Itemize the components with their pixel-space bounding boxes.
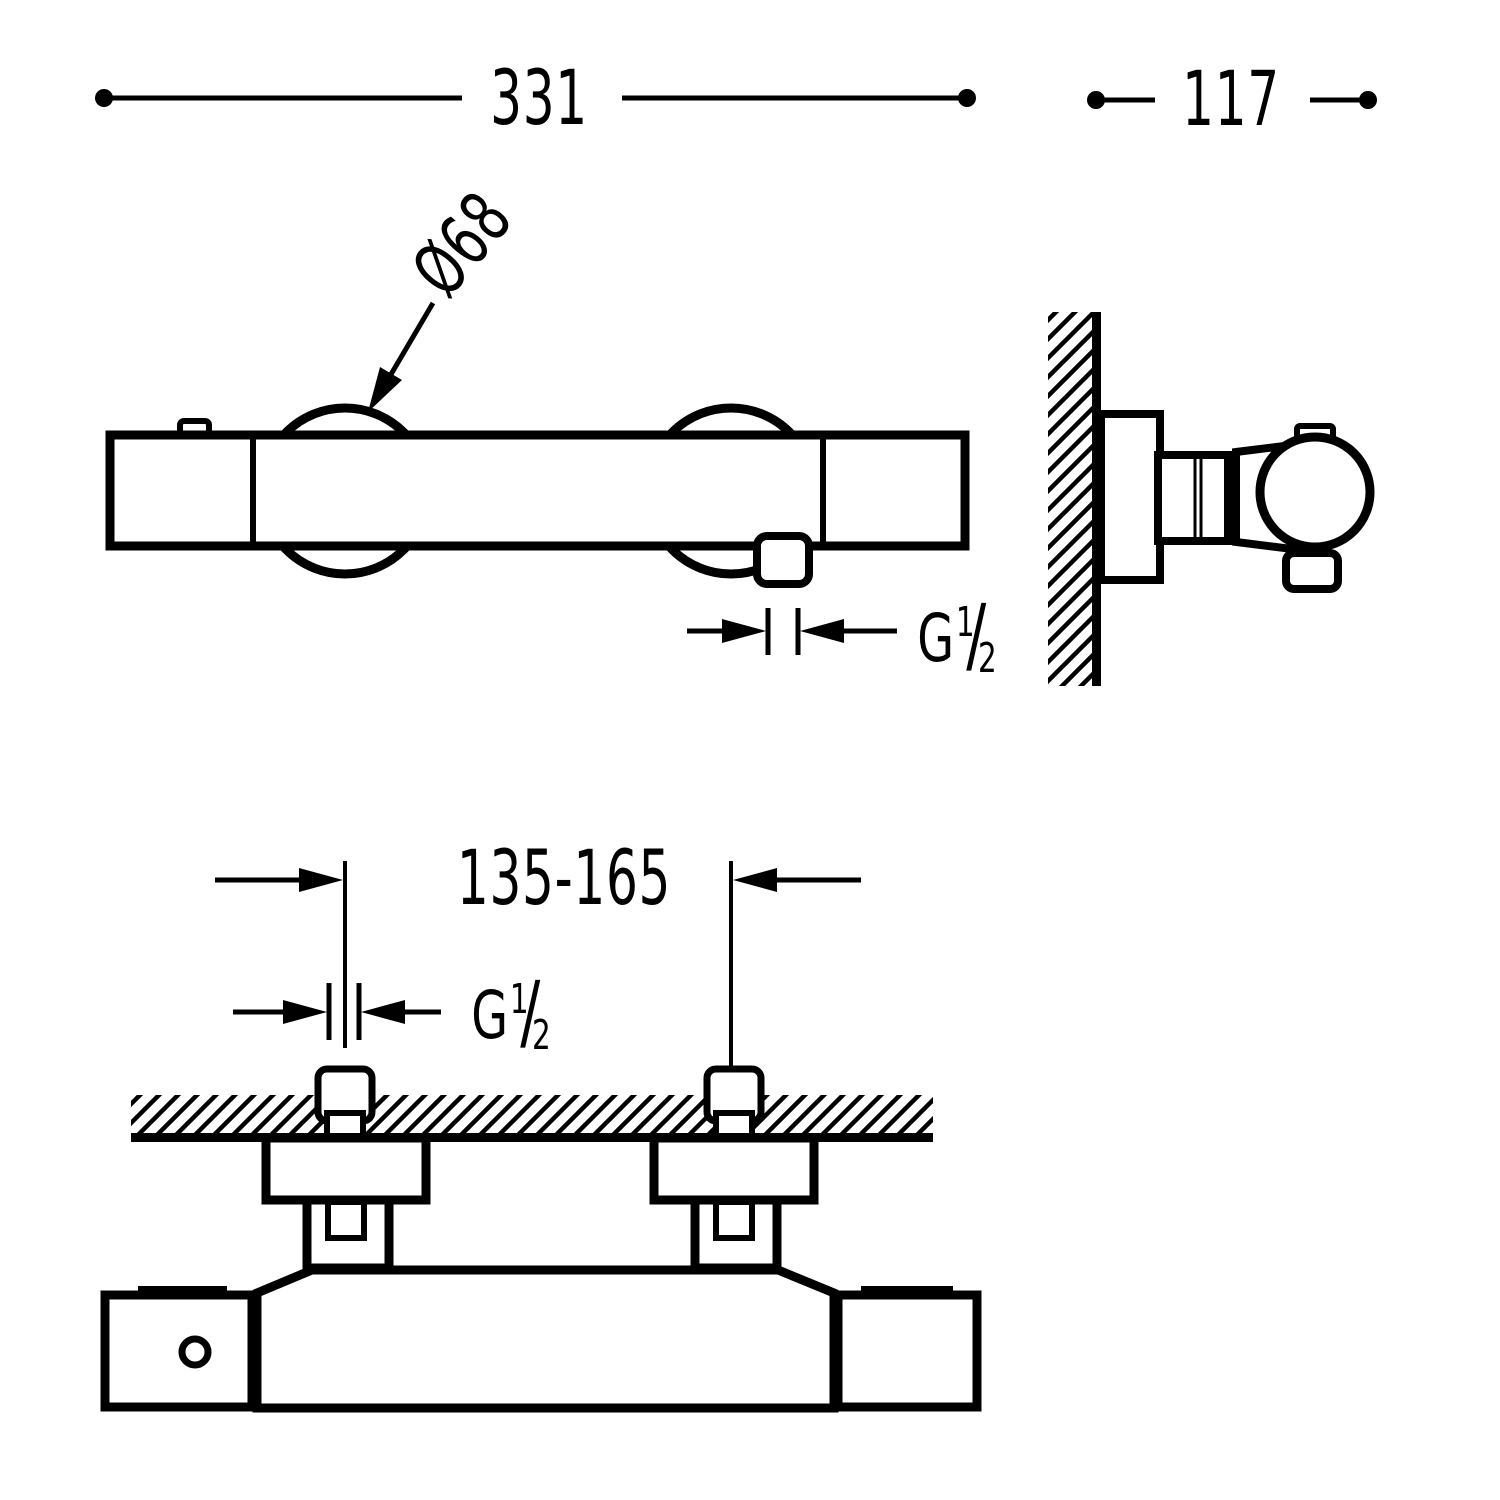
dim-endpoint-dot [95,89,113,107]
dim-arrowhead [361,1000,405,1024]
wall-line [1092,312,1101,686]
dim-depth [1087,91,1377,109]
side-outlet [1282,549,1342,593]
thread-denominator: 2 [531,1011,551,1060]
front-bar-body [105,430,970,551]
left-union-nut [261,1133,431,1205]
dim-endpoint-dot [958,89,976,107]
thread-prefix: G [471,976,509,1054]
front-outlet [753,532,813,588]
dim-endpoint-dot [1359,91,1377,109]
side-escutcheon-plate [1097,410,1164,584]
wall-line [131,1133,933,1142]
side-handle-knob [1255,432,1375,552]
leader-arrowhead [368,367,402,412]
left-valve-slot [325,1199,367,1241]
thread-denominator: 2 [977,634,997,683]
plan-left-end-cap [100,1290,257,1412]
dim-overall-width [95,89,976,107]
plan-mixer-body [252,1265,839,1413]
wall-hatching [131,1095,933,1135]
front-view [95,89,976,655]
plan-view [100,861,982,1413]
thread-slash: ∕ [520,963,541,1060]
end-cap-hole [178,1335,212,1369]
outlet-thread-dim-label: G1∕2 [917,586,996,683]
overall-width-dim-label: 331 [490,52,588,142]
plan-right-end-cap [833,1290,982,1412]
dim-arrowhead [800,619,844,643]
inlet-thread-dim-label: G1∕2 [471,963,550,1060]
right-supply-fitting [703,1065,765,1142]
dim-inlet-spacing [215,861,861,1066]
dim-inlet-thread [233,983,441,1040]
thread-prefix: G [917,599,955,677]
thread-numerator: 1 [509,974,529,1023]
side-view [1048,91,1377,686]
dim-endpoint-dot [1087,91,1105,109]
left-supply-fitting [314,1065,376,1142]
thread-numerator: 1 [955,597,975,646]
side-connector-tube [1154,451,1232,545]
dim-arrowhead [722,619,766,643]
dim-outlet-thread [687,608,897,655]
dim-arrowhead [733,868,777,892]
thread-slash: ∕ [966,586,987,683]
depth-dim-label: 117 [1182,53,1280,143]
dim-arrowhead [299,868,343,892]
right-valve-slot [713,1199,755,1241]
wall-hatching [1048,312,1093,686]
right-union-nut [649,1133,819,1205]
diameter-leader [368,301,436,412]
inlet-spacing-dim-label: 135-165 [456,832,672,922]
dim-arrowhead [283,1000,327,1024]
